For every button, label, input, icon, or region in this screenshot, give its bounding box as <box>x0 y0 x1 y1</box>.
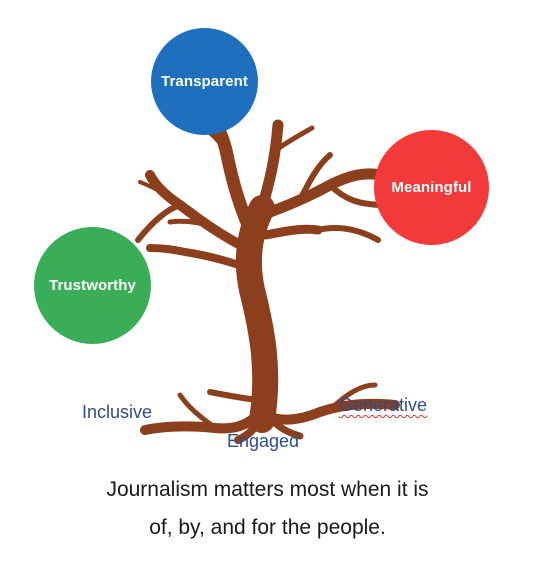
meaningful-node: Meaningful <box>374 130 489 245</box>
root-label-generative: Generative <box>339 395 428 415</box>
trustworthy-label: Trustworthy <box>49 277 136 294</box>
caption-line-1: Journalism matters most when it is <box>106 478 429 501</box>
transparent-label: Transparent <box>161 73 248 90</box>
root-label-engaged: Engaged <box>227 431 300 451</box>
tree-branches <box>135 113 400 444</box>
root-label-inclusive: Inclusive <box>82 402 153 422</box>
meaningful-label: Meaningful <box>391 179 472 196</box>
trustworthy-node: Trustworthy <box>34 227 151 344</box>
caption-line-2: of, by, and for the people. <box>149 516 386 539</box>
transparent-node: Transparent <box>151 28 258 135</box>
